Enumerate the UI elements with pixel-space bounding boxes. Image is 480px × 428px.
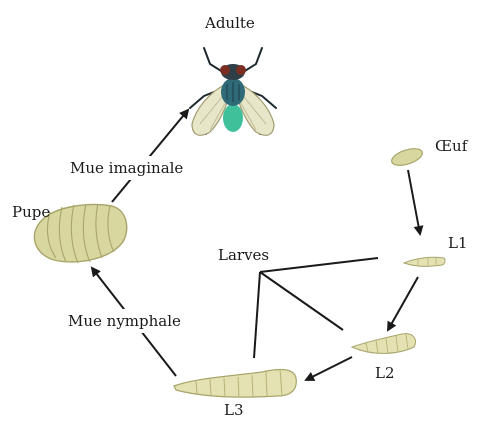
larvae-group-label: Larves [218, 246, 269, 264]
larvae-line-l3 [253, 271, 261, 359]
l3-label: L3 [224, 401, 244, 419]
pupa-label: Pupe [12, 203, 50, 221]
egg-label: Œuf [435, 137, 469, 155]
arrow-l1-to-l2 [387, 276, 419, 332]
larva-l3-icon [173, 368, 297, 398]
larva-l1-icon [402, 256, 446, 267]
nymphal-molt-label: Mue nymphale [68, 312, 181, 330]
imaginal-molt-label: Mue imaginale [70, 159, 183, 177]
larvae-line-l2 [259, 271, 344, 331]
arrow-l2-to-l3 [304, 356, 353, 381]
l2-label: L2 [375, 364, 395, 382]
egg-icon [391, 148, 423, 166]
adult-label: Adulte [204, 14, 255, 32]
pupa-icon [33, 203, 128, 264]
larvae-line-l1 [259, 257, 379, 273]
housefly-icon [189, 47, 277, 136]
l1-label: L1 [448, 234, 468, 252]
larva-l2-icon [350, 333, 416, 355]
arrow-egg-to-l1 [407, 169, 424, 236]
